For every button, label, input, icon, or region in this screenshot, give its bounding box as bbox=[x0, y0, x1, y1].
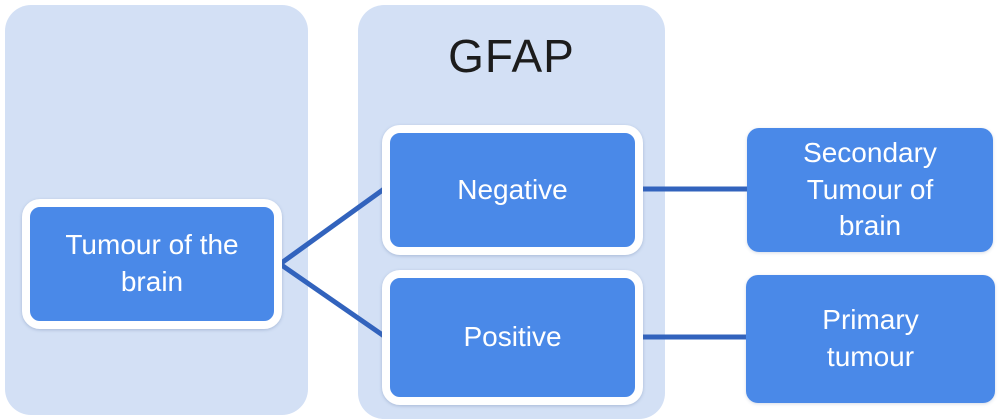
node-tumour-of-the-brain-label: Tumour of the brain bbox=[65, 229, 239, 297]
connector-root-to-negative bbox=[277, 186, 387, 267]
node-positive-label: Positive bbox=[463, 321, 562, 353]
node-primary-tumour: Primary tumour bbox=[746, 275, 995, 403]
node-secondary-tumour-of-brain-label: Secondary Tumour of brain bbox=[803, 136, 937, 242]
node-negative: Negative bbox=[382, 125, 643, 255]
connector-root-to-positive bbox=[277, 261, 387, 339]
node-negative-label: Negative bbox=[457, 173, 568, 205]
node-positive: Positive bbox=[382, 270, 643, 405]
node-secondary-tumour-of-brain: Secondary Tumour of brain bbox=[747, 128, 993, 252]
gfap-panel-title: GFAP bbox=[448, 30, 575, 82]
node-tumour-of-the-brain: Tumour of the brain bbox=[22, 199, 282, 329]
node-primary-tumour-label: Primary tumour bbox=[822, 304, 919, 372]
